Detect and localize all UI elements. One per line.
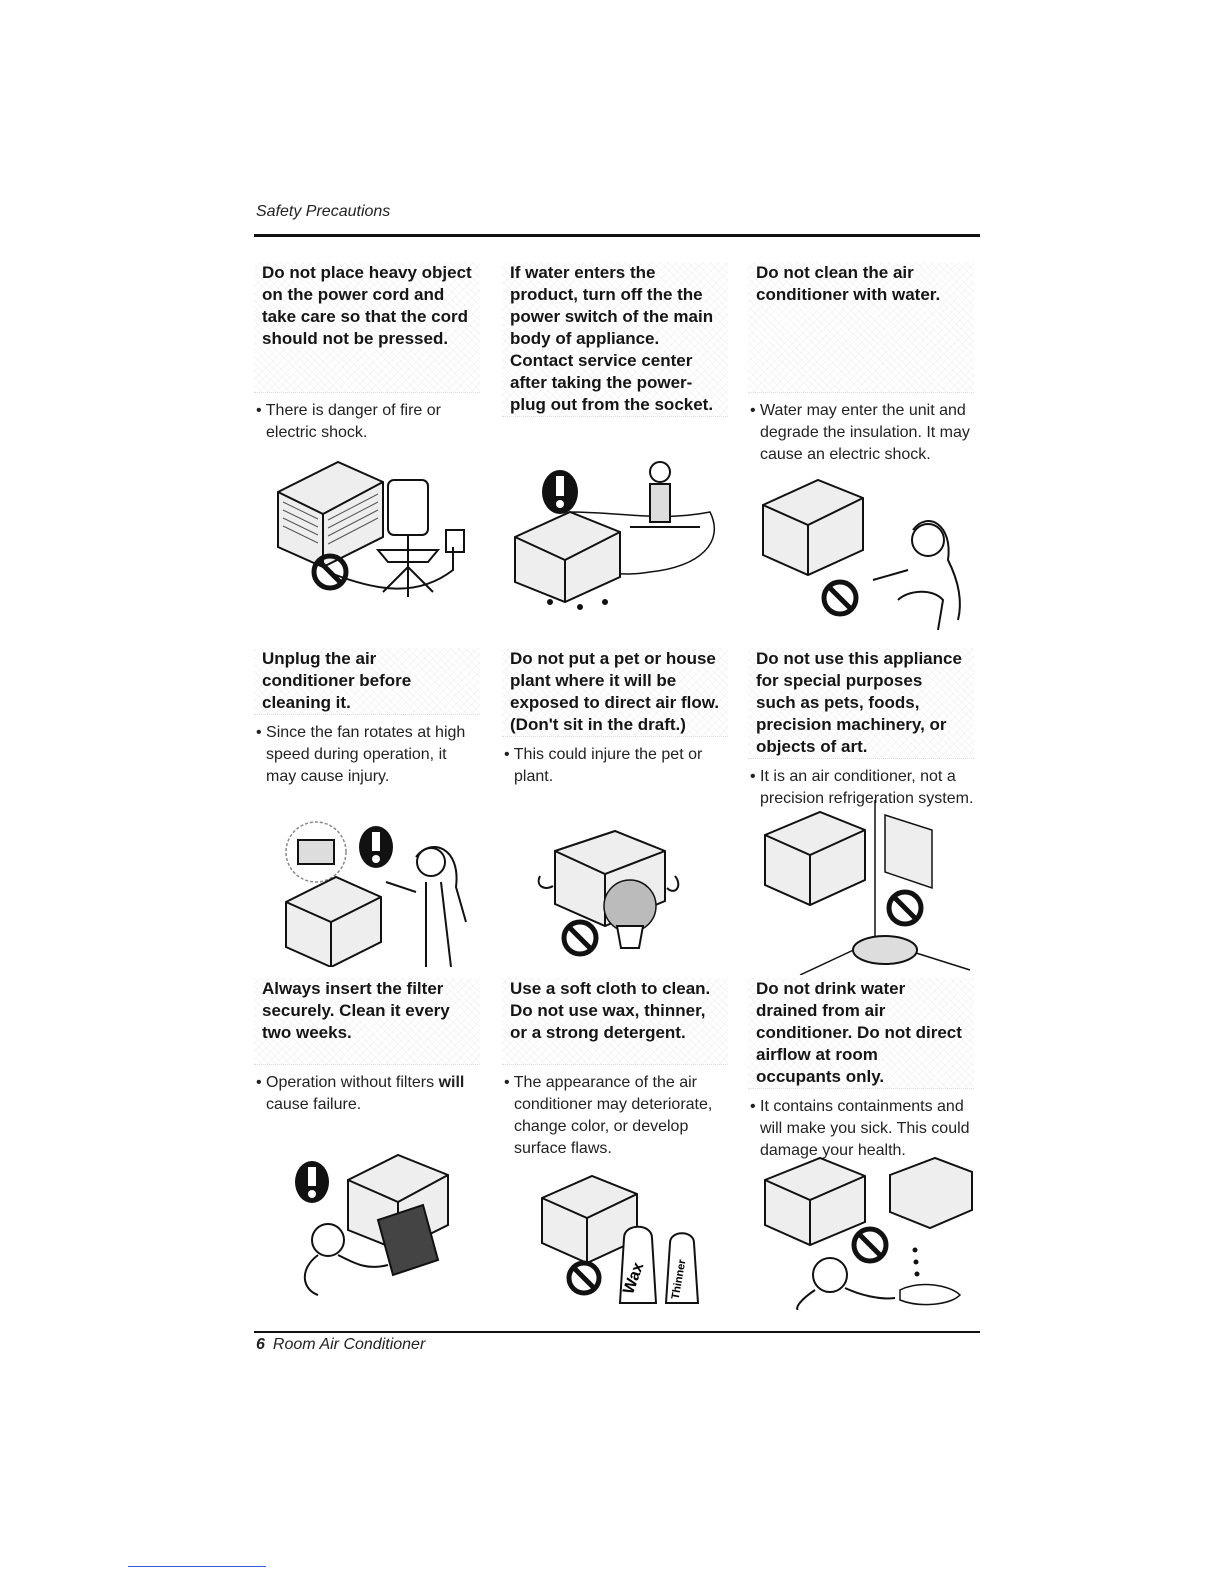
heading-box: If water enters the product, turn off th…	[502, 262, 728, 417]
card-heading: Always insert the filter securely. Clean…	[262, 979, 450, 1042]
card-no-water-cleaning: Do not clean the air conditioner with wa…	[748, 262, 974, 466]
illustration-unplug	[276, 812, 476, 967]
warning-icon	[359, 826, 393, 868]
card-heading: Do not drink water drained from air cond…	[756, 979, 962, 1086]
card-note: • It is an air conditioner, not a precis…	[750, 768, 974, 807]
card-water-enters: If water enters the product, turn off th…	[502, 262, 728, 417]
heading-box: Do not put a pet or house plant where it…	[502, 648, 728, 737]
heading-box: Do not use this appliance for special pu…	[748, 648, 974, 759]
card-filter: Always insert the filter securely. Clean…	[254, 978, 480, 1116]
warning-icon	[295, 1161, 329, 1203]
card-drain-water: Do not drink water drained from air cond…	[748, 978, 974, 1162]
card-soft-cloth: Use a soft cloth to clean. Do not use wa…	[502, 978, 728, 1160]
card-heading: Do not place heavy object on the power c…	[262, 263, 472, 348]
card-note: • The appearance of the air conditioner …	[504, 1074, 713, 1157]
card-note: • This could injure the pet or plant.	[504, 746, 703, 785]
illustration-filter	[288, 1150, 478, 1300]
warning-icon	[542, 470, 578, 514]
illustration-water-enters	[510, 452, 730, 612]
footer-rule	[254, 1331, 980, 1333]
heading-box: Do not clean the air conditioner with wa…	[748, 262, 974, 393]
heading-box: Always insert the filter securely. Clean…	[254, 978, 480, 1065]
link-underline	[128, 1566, 266, 1567]
card-note: • Operation without filters will cause f…	[256, 1074, 465, 1113]
card-pet-plant: Do not put a pet or house plant where it…	[502, 648, 728, 788]
heading-box: Do not drink water drained from air cond…	[748, 978, 974, 1089]
heading-box: Do not place heavy object on the power c…	[254, 262, 480, 393]
page-header: Safety Precautions	[256, 203, 391, 220]
page-number: 6	[256, 1336, 265, 1353]
card-heading: Do not clean the air conditioner with wa…	[756, 263, 941, 304]
header-rule	[254, 234, 980, 237]
illustration-water-spray	[758, 470, 973, 630]
card-heading: Unplug the air conditioner before cleani…	[262, 649, 412, 712]
card-note: • There is danger of fire or electric sh…	[256, 402, 441, 441]
heading-box: Use a soft cloth to clean. Do not use wa…	[502, 978, 728, 1065]
footer-doc-title: Room Air Conditioner	[272, 1336, 426, 1353]
illustration-cord-chair	[268, 452, 478, 612]
card-heading: Do not put a pet or house plant where it…	[510, 649, 720, 734]
heading-box: Unplug the air conditioner before cleani…	[254, 648, 480, 715]
page-footer: 6 Room Air Conditioner	[256, 1336, 425, 1354]
card-unplug: Unplug the air conditioner before cleani…	[254, 648, 480, 788]
card-special-purposes: Do not use this appliance for special pu…	[748, 648, 974, 810]
illustration-pet-plant	[535, 826, 685, 961]
card-heavy-object: Do not place heavy object on the power c…	[254, 262, 480, 444]
illustration-drain-water	[760, 1150, 975, 1310]
card-note: • It contains containments and will make…	[750, 1098, 970, 1159]
card-heading: Use a soft cloth to clean. Do not use wa…	[510, 979, 711, 1042]
card-heading: Do not use this appliance for special pu…	[756, 649, 962, 756]
card-note: • Since the fan rotates at high speed du…	[256, 724, 466, 785]
illustration-wax-thinner: Wax Thinner	[532, 1168, 712, 1308]
illustration-art-pet	[760, 800, 975, 975]
card-note: • Water may enter the unit and degrade t…	[750, 402, 970, 463]
card-heading: If water enters the product, turn off th…	[510, 263, 714, 414]
